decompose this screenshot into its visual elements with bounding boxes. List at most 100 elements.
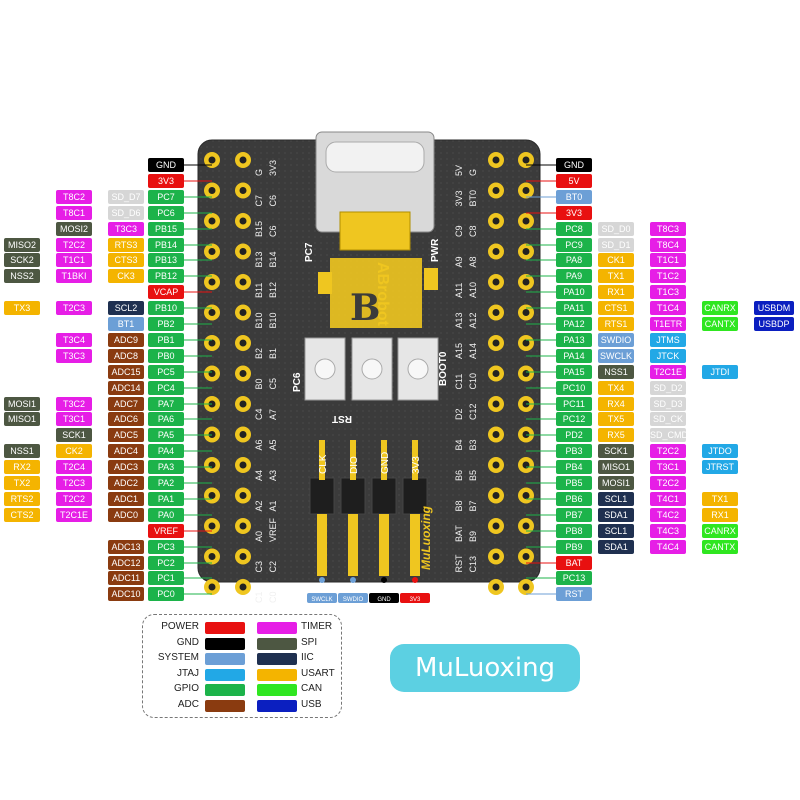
right-label-t2c2: T2C2 [650,444,686,458]
right-label-rx5: RX5 [598,428,634,442]
left-label-nss1: NSS1 [4,444,40,458]
silk-label: B4 [454,439,464,450]
right-label-sd_d0: SD_D0 [598,222,634,236]
right-label-t1c4: T1C4 [650,301,686,315]
led-pc7 [318,272,332,294]
legend-swatch-iic [257,653,297,665]
silk-label: B10 [268,312,278,328]
right-label-usbdp: USBDP [754,317,794,331]
right-pin-pc10: PC10 [556,381,592,395]
left-pin-pb0: PB0 [148,349,184,363]
left-label-adc1: ADC1 [108,492,144,506]
header-pin-gold [379,514,389,576]
silk-label: B7 [468,500,478,511]
left-label-t3c4: T3C4 [56,333,92,347]
left-label-tx3: TX3 [4,301,40,315]
silk-label: B14 [268,251,278,267]
silk-pc6: PC6 [292,372,303,392]
left-label-t2c3: T2C3 [56,301,92,315]
silk-label: B10 [254,312,264,328]
right-label-t2c1e: T2C1E [650,365,686,379]
right-label-t8c4: T8C4 [650,238,686,252]
header-tag [307,593,337,603]
right-label-mosi1: MOSI1 [598,476,634,490]
header-tag [400,593,430,603]
silk-label: A13 [454,312,464,328]
left-label-adc4: ADC4 [108,444,144,458]
brand-badge: MuLuoxing [390,644,580,692]
legend-swatch-spi [257,637,297,650]
left-label-t1bki: T1BKI [56,269,92,283]
legend-label-jtaj: JTAJ [176,667,199,679]
silk-label: C1 [254,591,264,603]
right-label-t3c1: T3C1 [650,460,686,474]
right-label-t1c3: T1C3 [650,285,686,299]
left-pin-pb15: PB15 [148,222,184,236]
left-label-adc13: ADC13 [108,540,144,554]
silk-label: B11 [254,283,264,298]
left-label-ck2: CK2 [56,444,92,458]
right-label-t1etr: T1ETR [650,317,686,331]
silk-label: B5 [468,470,478,481]
header-tag [338,593,368,603]
left-pin-vref: VREF [148,524,184,538]
left-label-t8c1: T8C1 [56,206,92,220]
left-label-miso1: MISO1 [4,412,40,426]
left-pin-pb14: PB14 [148,238,184,252]
right-pin-pc13: PC13 [556,571,592,585]
left-label-adc8: ADC8 [108,349,144,363]
left-pin-pc1: PC1 [148,571,184,585]
right-label-rts1: RTS1 [598,317,634,331]
right-label-t4c4: T4C4 [650,540,686,554]
left-label-t2c1e: T2C1E [56,508,92,522]
button-pc6 [304,337,346,401]
right-pin-pb3: PB3 [556,444,592,458]
right-pin-pb6: PB6 [556,492,592,506]
legend-swatch-power [205,622,245,634]
silk-label: C7 [254,195,264,207]
silk-label: D2 [454,408,464,420]
right-label-cts1: CTS1 [598,301,634,315]
left-label-adc2: ADC2 [108,476,144,490]
right-pin-pb8: PB8 [556,524,592,538]
right-label-jtrst: JTRST [702,460,738,474]
right-label-t4c1: T4C1 [650,492,686,506]
right-label-tx4: TX4 [598,381,634,395]
right-label-t8c3: T8C3 [650,222,686,236]
logo-badge [330,258,422,328]
silk-label: C5 [268,378,278,390]
left-pin-pc5: PC5 [148,365,184,379]
silk-label: C6 [268,225,278,237]
right-pin-pa11: PA11 [556,301,592,315]
left-label-rts2: RTS2 [4,492,40,506]
right-label-sd_d3: SD_D3 [650,397,686,411]
silk-label: RST [454,554,464,573]
silk-rst: RST [332,413,352,424]
svg-text:B: B [350,287,380,329]
silk-label: A9 [454,256,464,267]
legend-swatch-adc [205,699,245,712]
right-label-sda1: SDA1 [598,540,634,554]
left-pin-pa1: PA1 [148,492,184,506]
right-pin-pc12: PC12 [556,412,592,426]
header-tag-label: 3V3 [410,597,421,603]
header-pin-gold [348,514,358,576]
silk-label: B9 [468,531,478,542]
silk-label: A15 [454,343,464,359]
silk-label: C3 [254,561,264,573]
pin-leader-lines [184,164,556,595]
right-label-t4c2: T4C2 [650,508,686,522]
silk-label: C2 [268,561,278,573]
left-pin-pc6: PC6 [148,206,184,220]
left-pin-3v3: 3V3 [148,174,184,188]
right-label-tx1: TX1 [702,492,738,506]
wire-end [350,577,356,583]
silk-label: B6 [454,470,464,481]
silk-label: A1 [268,500,278,511]
left-label-adc0: ADC0 [108,508,144,522]
header-pin-label: CLK [318,454,329,474]
right-label-swdio: SWDIO [598,333,634,347]
